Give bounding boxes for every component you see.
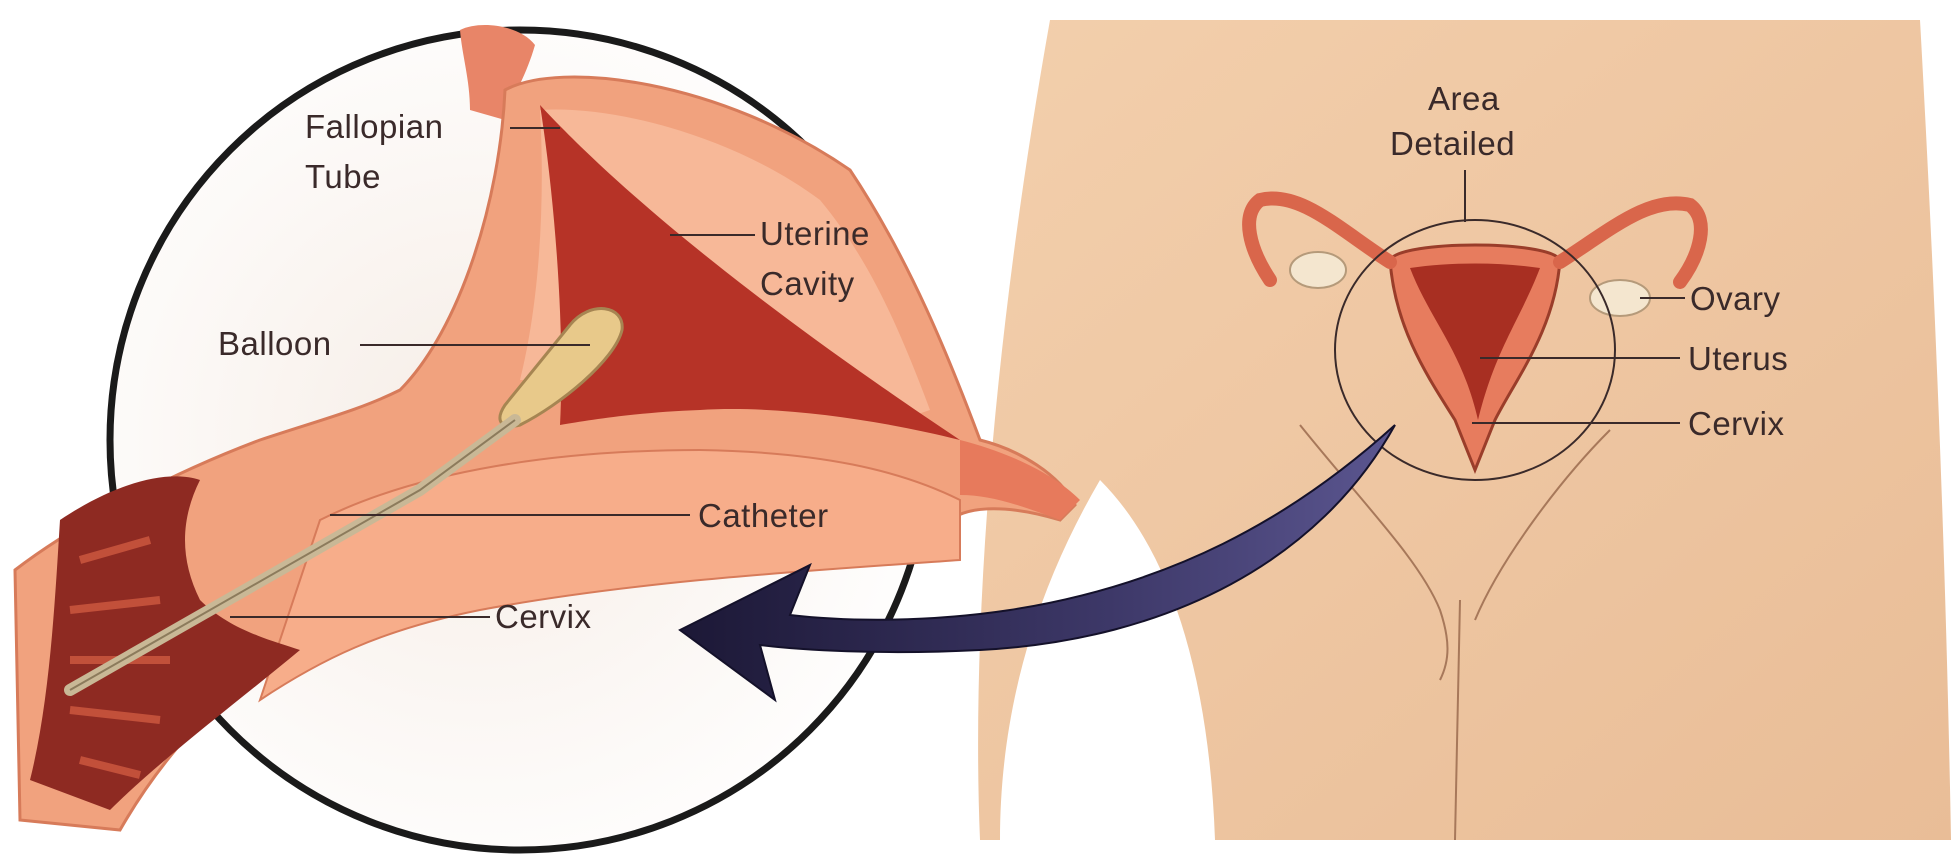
label-cervix-detail: Cervix bbox=[495, 598, 592, 635]
label-fallopian-line1: Fallopian bbox=[305, 108, 443, 145]
label-ovary: Ovary bbox=[1690, 280, 1781, 317]
label-area-line2: Detailed bbox=[1390, 125, 1515, 162]
label-catheter: Catheter bbox=[698, 497, 829, 534]
label-uterus: Uterus bbox=[1688, 340, 1788, 377]
label-fallopian-line2: Tube bbox=[305, 158, 381, 195]
label-area-line1: Area bbox=[1428, 80, 1500, 117]
label-uterine-line1: Uterine bbox=[760, 215, 870, 252]
label-balloon: Balloon bbox=[218, 325, 332, 362]
label-cervix-body: Cervix bbox=[1688, 405, 1785, 442]
label-uterine-line2: Cavity bbox=[760, 265, 855, 302]
ovary-left-shape bbox=[1290, 252, 1346, 288]
